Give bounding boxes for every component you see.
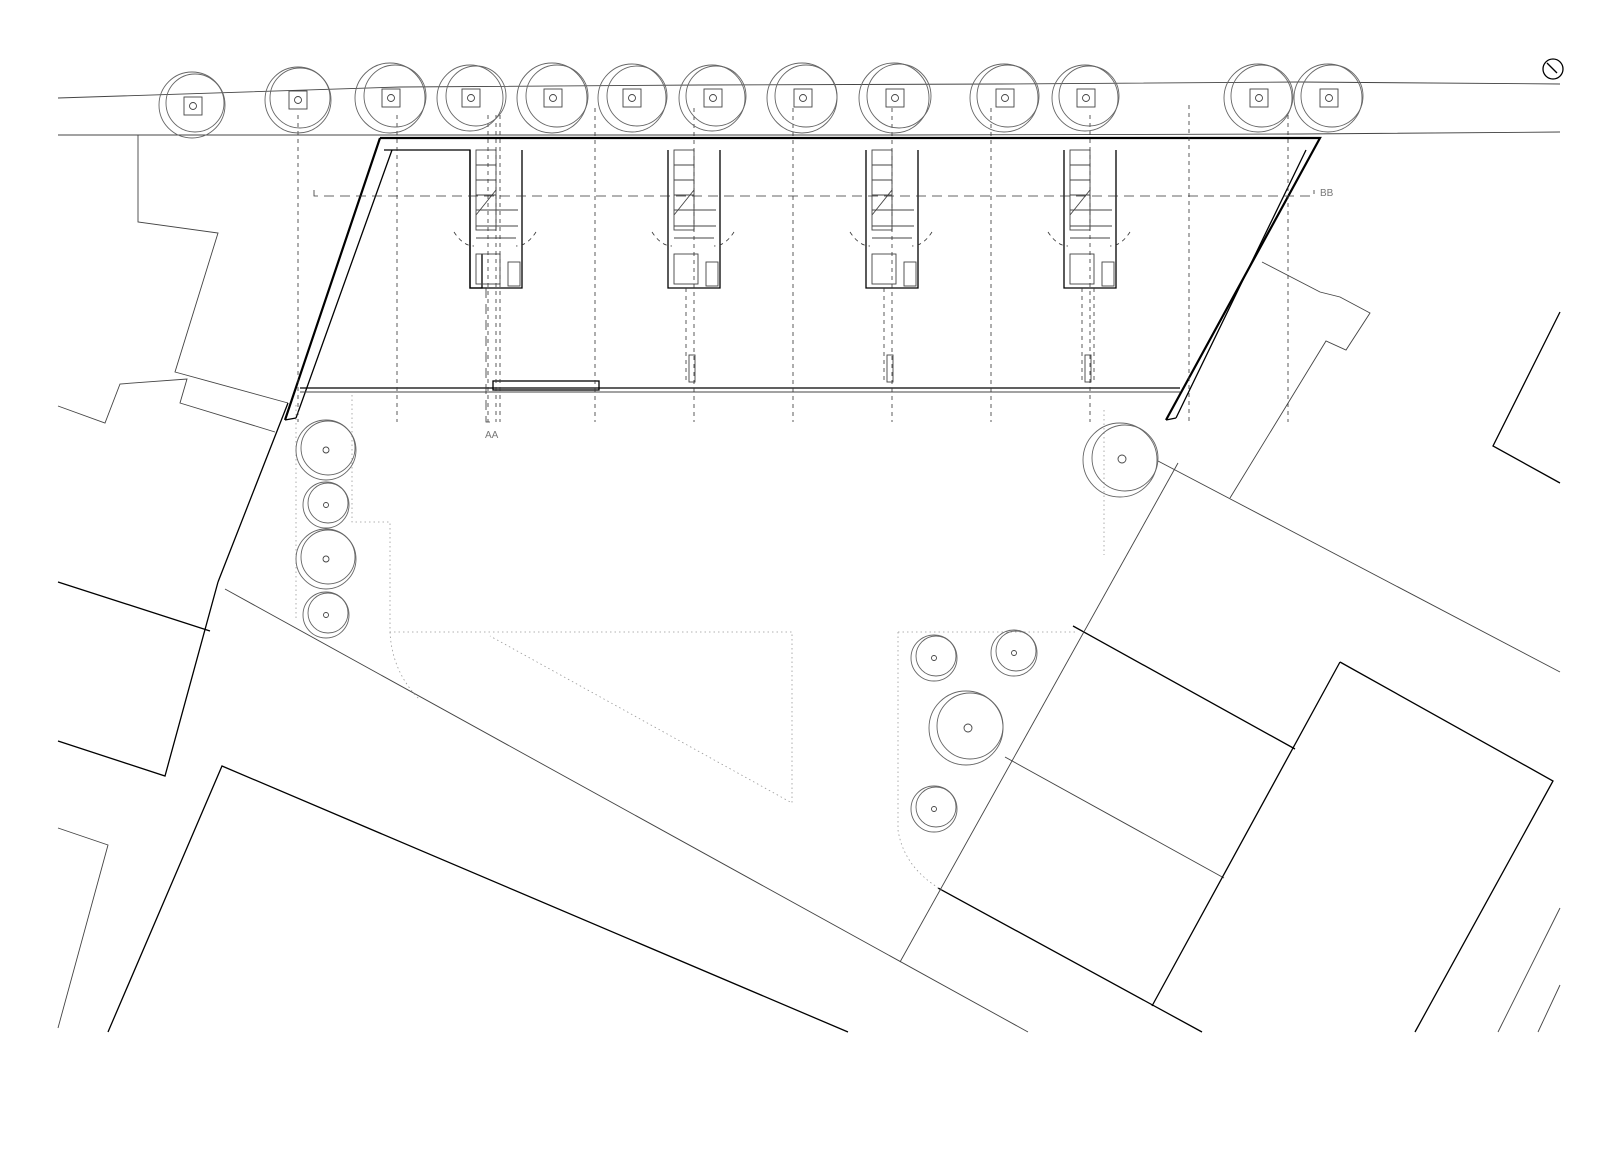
street-tree bbox=[516, 62, 589, 134]
core-4 bbox=[1047, 149, 1131, 289]
street-tree bbox=[1223, 63, 1294, 133]
garden-tree bbox=[302, 591, 350, 639]
garden-tree bbox=[295, 419, 357, 481]
street-tree bbox=[264, 66, 332, 134]
core-1 bbox=[453, 149, 537, 289]
street-tree bbox=[678, 64, 747, 132]
street-tree bbox=[858, 62, 932, 134]
neighbouring-buildings-right bbox=[899, 261, 1561, 1033]
street-tree bbox=[354, 62, 427, 134]
structural-grid bbox=[297, 105, 1289, 422]
section-label-bb: BB bbox=[1320, 188, 1334, 199]
street-tree bbox=[597, 63, 668, 133]
neighbouring-buildings-left bbox=[57, 135, 1561, 1033]
street-trees bbox=[158, 62, 1364, 139]
street-tree bbox=[158, 71, 226, 139]
garden-tree bbox=[1082, 422, 1159, 498]
garden-tree bbox=[928, 690, 1004, 766]
garden-tree bbox=[295, 528, 357, 590]
garden-trees bbox=[295, 419, 1159, 833]
street-tree bbox=[1293, 63, 1364, 133]
street-tree bbox=[436, 64, 507, 132]
section-lines: AA BB bbox=[313, 188, 1334, 441]
north-arrow-icon bbox=[1542, 58, 1564, 80]
courtyard-paving bbox=[295, 395, 1105, 891]
core-2 bbox=[651, 149, 735, 289]
street-tree bbox=[969, 63, 1040, 133]
garden-tree bbox=[910, 634, 958, 682]
street-tree bbox=[766, 62, 838, 134]
street-tree bbox=[1051, 64, 1120, 132]
main-building bbox=[283, 136, 1322, 421]
garden-tree bbox=[910, 785, 958, 833]
stair-cores bbox=[453, 149, 1131, 383]
section-label-aa: AA bbox=[485, 430, 499, 441]
core-3 bbox=[849, 149, 933, 289]
garden-tree bbox=[990, 629, 1038, 677]
garden-tree bbox=[302, 481, 350, 529]
street-edges bbox=[57, 81, 1561, 136]
